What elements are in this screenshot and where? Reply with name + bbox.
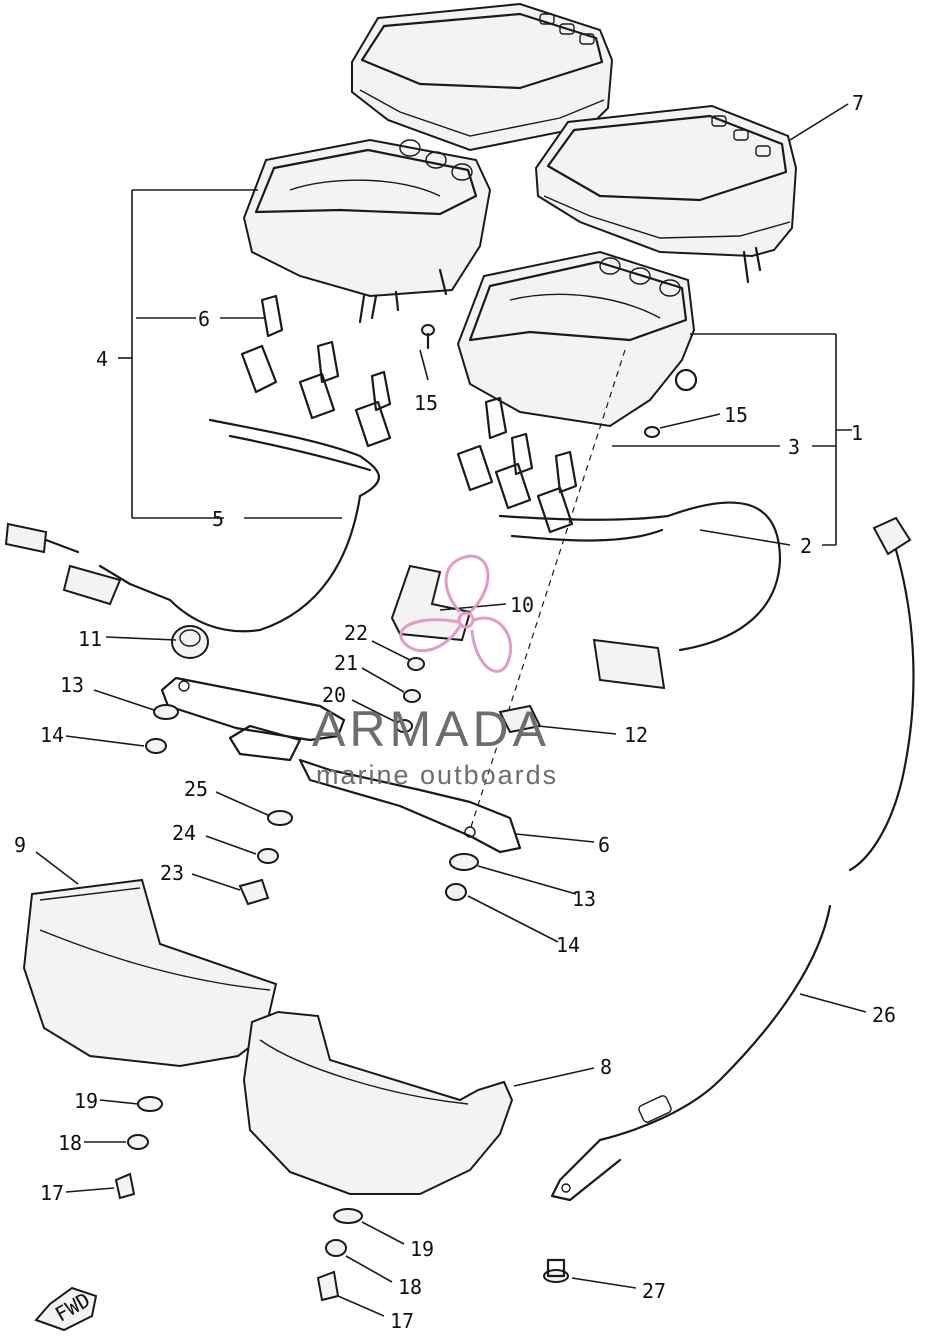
- callout-3: 3: [788, 435, 800, 459]
- bulb-sockets-right: [456, 396, 782, 690]
- callout-1: 1: [851, 421, 863, 445]
- callout-18a: 18: [58, 1131, 82, 1155]
- callout-12: 12: [624, 723, 648, 747]
- callout-13a: 13: [60, 673, 84, 697]
- callout-27: 27: [642, 1279, 666, 1303]
- callout-17a: 17: [40, 1181, 64, 1205]
- mounting-brackets: [160, 349, 626, 854]
- callout-6b: 6: [598, 833, 610, 857]
- lower-cover-8: [242, 1010, 514, 1195]
- callout-14b: 14: [556, 933, 580, 957]
- callout-26: 26: [872, 1003, 896, 1027]
- watermark: ARMADA marine outboards: [312, 554, 558, 790]
- bulb-sockets-left: [4, 294, 392, 633]
- meter-cover-rear: [351, 2, 614, 152]
- leader-lines: [35, 103, 867, 1317]
- callout-4: 4: [96, 347, 108, 371]
- callout-21: 21: [334, 651, 358, 675]
- callout-5: 5: [212, 507, 224, 531]
- callout-17b: 17: [390, 1309, 414, 1333]
- callout-9: 9: [14, 833, 26, 857]
- speedometer-cable: [550, 516, 915, 1202]
- watermark-tagline: marine outboards: [316, 760, 558, 790]
- callout-25: 25: [184, 777, 208, 801]
- callout-6a: 6: [198, 307, 210, 331]
- callout-20: 20: [322, 683, 346, 707]
- callout-15b: 15: [724, 403, 748, 427]
- callout-24: 24: [172, 821, 196, 845]
- callout-19b: 19: [410, 1237, 434, 1261]
- callout-18b: 18: [398, 1275, 422, 1299]
- callout-19a: 19: [74, 1089, 98, 1113]
- callout-11: 11: [78, 627, 102, 651]
- callout-23: 23: [160, 861, 184, 885]
- fwd-arrow-marker: [34, 1286, 98, 1332]
- callout-13b: 13: [572, 887, 596, 911]
- lower-cover-9: [22, 878, 278, 1068]
- callout-10: 10: [510, 593, 534, 617]
- callout-22: 22: [344, 621, 368, 645]
- watermark-brand: ARMADA: [312, 701, 550, 757]
- meter-assembly-left: [242, 138, 492, 324]
- callout-2: 2: [800, 534, 812, 558]
- assembly-brackets: [118, 189, 852, 546]
- meter-assembly-right: [456, 250, 698, 428]
- meter-cover-7: [534, 104, 798, 284]
- callout-labels: 1 2 3 4 5 6 6 7 8 9 10 11 12 13 13 14 14…: [14, 91, 896, 1333]
- armada-propeller-logo-icon: [399, 554, 513, 673]
- callout-15a: 15: [414, 391, 438, 415]
- callout-14a: 14: [40, 723, 64, 747]
- callout-7: 7: [852, 91, 864, 115]
- callout-8: 8: [600, 1055, 612, 1079]
